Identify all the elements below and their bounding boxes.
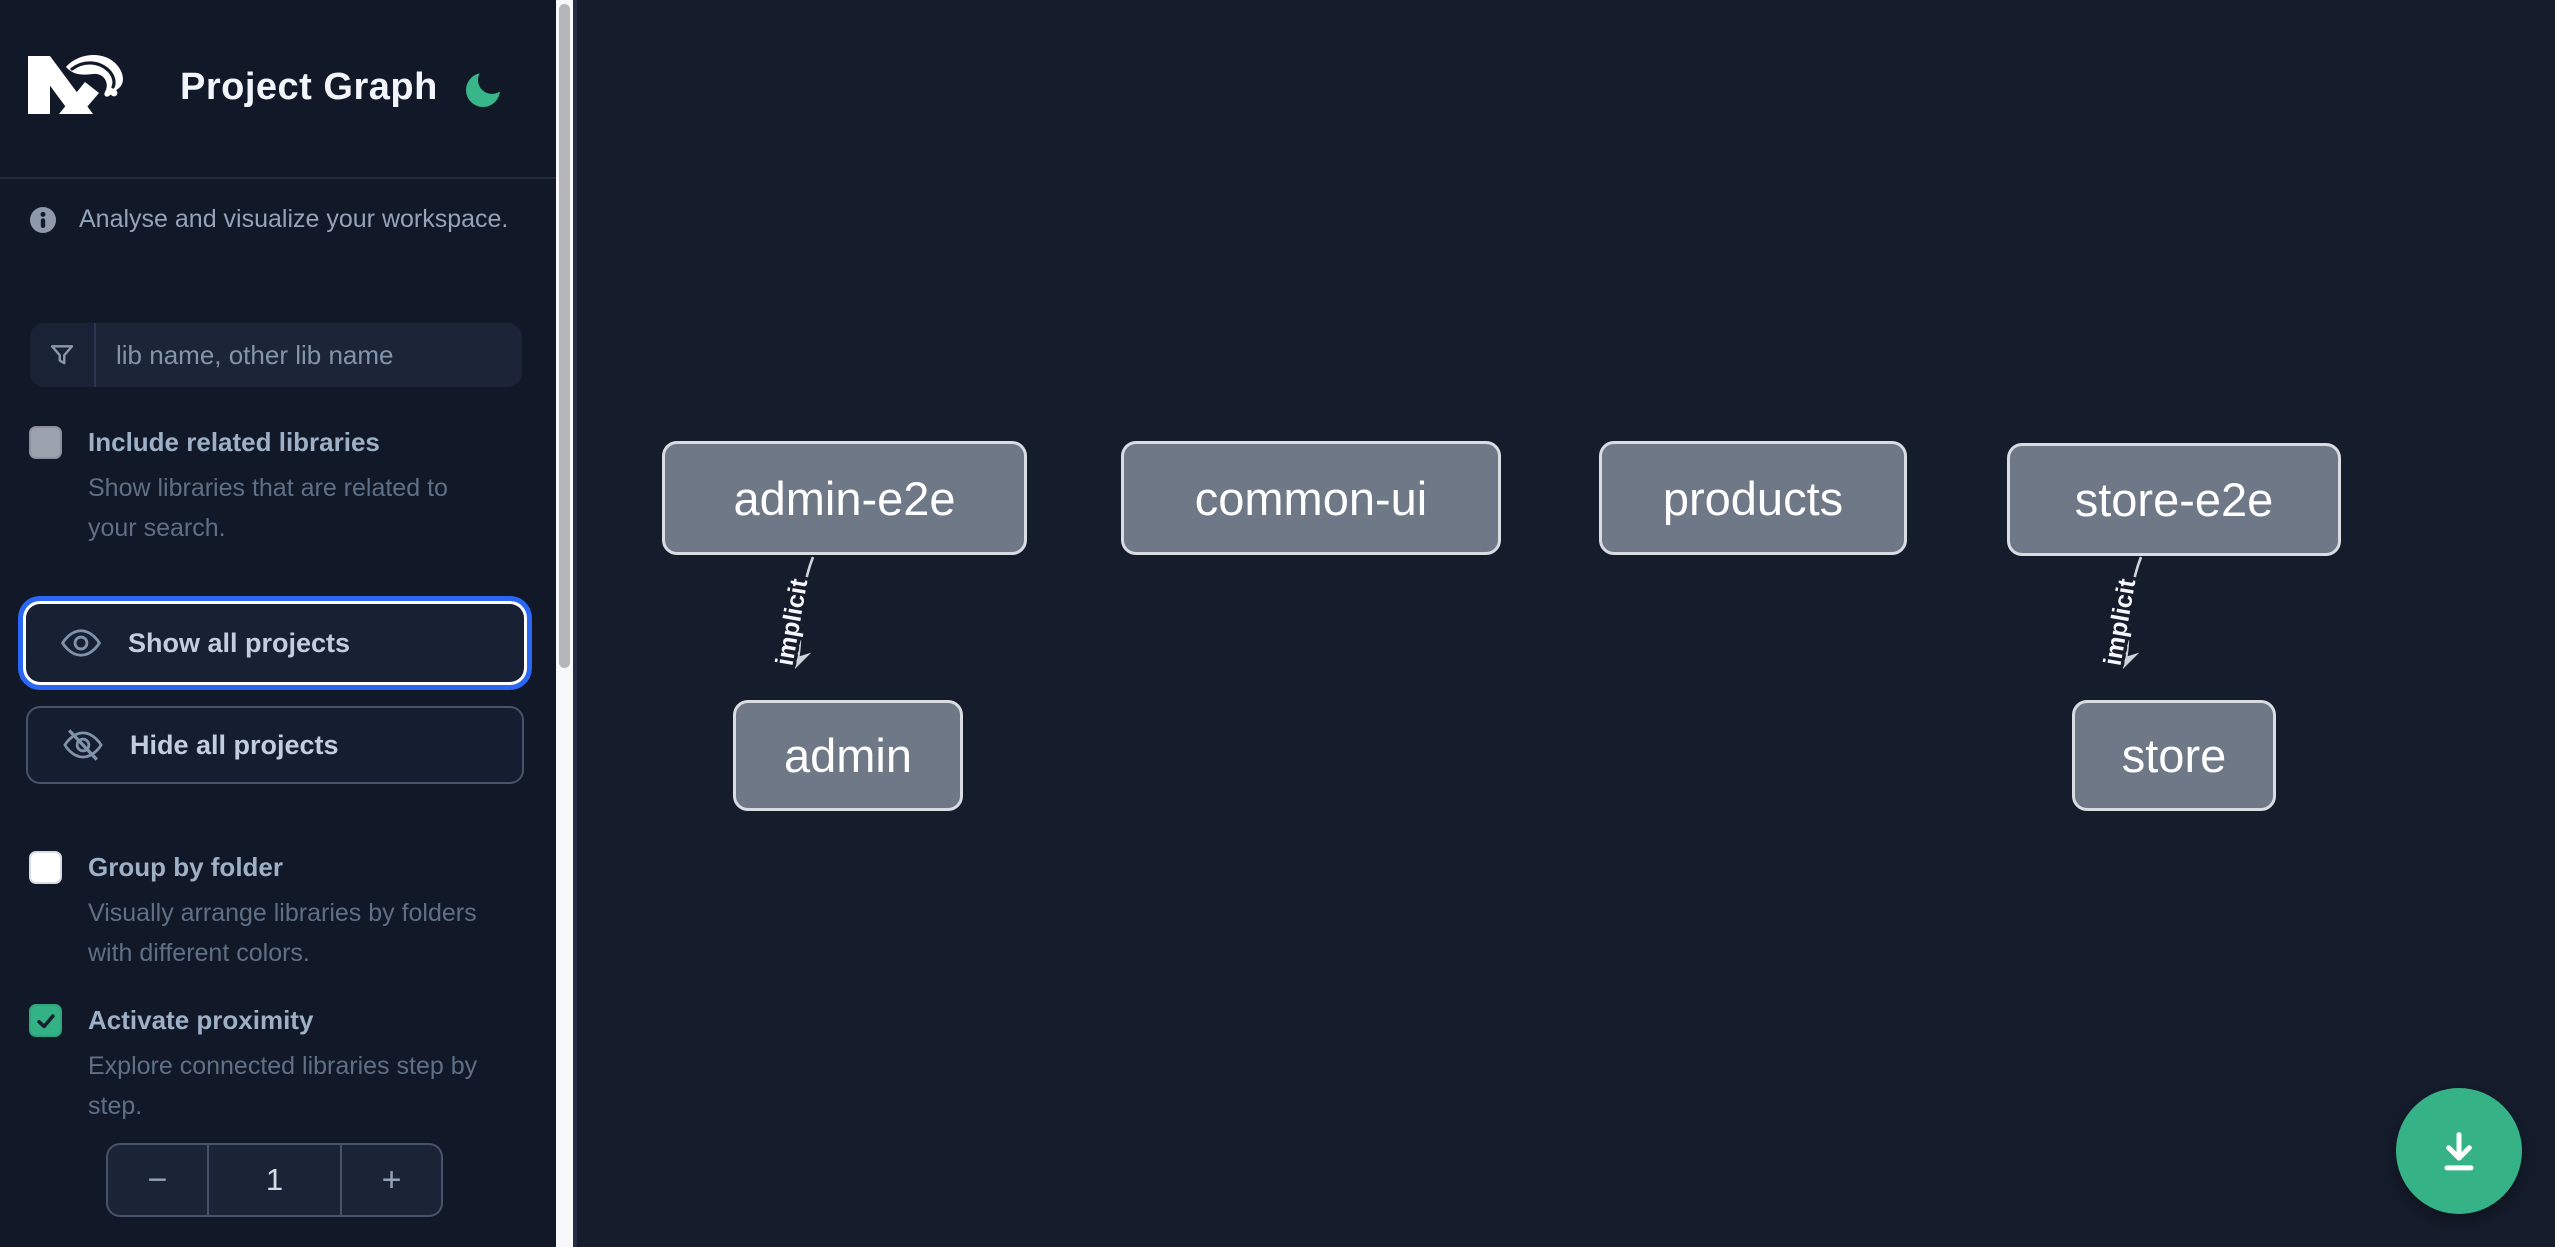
sidebar-scrollbar-thumb[interactable] (559, 4, 570, 668)
option-include-related-libraries: Include related libraries Show libraries… (29, 426, 529, 548)
option-group-by-folder: Group by folder Visually arrange librari… (29, 851, 529, 973)
eye-off-icon (63, 729, 103, 761)
graph-canvas[interactable] (573, 0, 2555, 1247)
download-image-button[interactable] (2396, 1088, 2522, 1214)
option-description: Explore connected libraries step by step… (88, 1052, 478, 1120)
page-title: Project Graph (180, 66, 438, 108)
proximity-decrement-button[interactable]: − (108, 1145, 207, 1215)
hide-all-projects-label: Hide all projects (130, 729, 339, 760)
sidebar-scrollbar-track[interactable] (556, 0, 573, 1247)
info-icon (30, 206, 56, 233)
checkmark-icon (36, 1013, 55, 1028)
workspace-info: Analyse and visualize your workspace. (29, 205, 508, 234)
proximity-stepper: − 1 + (106, 1143, 443, 1217)
option-label: Include related libraries (88, 427, 380, 457)
sidebar-header: Project Graph (0, 0, 556, 179)
proximity-increment-button[interactable]: + (342, 1145, 441, 1215)
show-all-projects-button[interactable]: Show all projects (26, 604, 524, 682)
include-related-checkbox[interactable] (29, 426, 62, 459)
moon-icon (466, 66, 506, 107)
option-label: Activate proximity (88, 1005, 314, 1035)
graph-node-products[interactable]: products (1599, 441, 1907, 555)
workspace-info-text: Analyse and visualize your workspace. (79, 205, 509, 233)
nx-logo-icon (28, 55, 123, 114)
theme-toggle-button[interactable] (462, 66, 510, 112)
sidebar: Project Graph Analyse and visualize your… (0, 0, 556, 1247)
option-description: Show libraries that are related to your … (88, 474, 448, 542)
group-by-folder-checkbox[interactable] (29, 851, 62, 884)
graph-node-common-ui[interactable]: common-ui (1121, 441, 1501, 555)
show-all-projects-label: Show all projects (128, 627, 351, 658)
hide-all-projects-button[interactable]: Hide all projects (26, 706, 524, 784)
graph-node-store[interactable]: store (2072, 700, 2276, 811)
option-description: Visually arrange libraries by folders wi… (88, 899, 477, 967)
option-activate-proximity: Activate proximity Explore connected lib… (29, 1004, 529, 1126)
funnel-icon (30, 323, 96, 387)
filter-field (30, 323, 522, 387)
download-icon (2444, 1132, 2474, 1171)
graph-node-store-e2e[interactable]: store-e2e (2007, 443, 2341, 556)
graph-node-admin[interactable]: admin (733, 700, 963, 811)
option-label: Group by folder (88, 852, 283, 882)
activate-proximity-checkbox[interactable] (29, 1004, 62, 1037)
graph-node-admin-e2e[interactable]: admin-e2e (662, 441, 1027, 555)
eye-icon (61, 629, 101, 657)
filter-input[interactable] (96, 323, 522, 387)
proximity-value: 1 (207, 1145, 342, 1215)
